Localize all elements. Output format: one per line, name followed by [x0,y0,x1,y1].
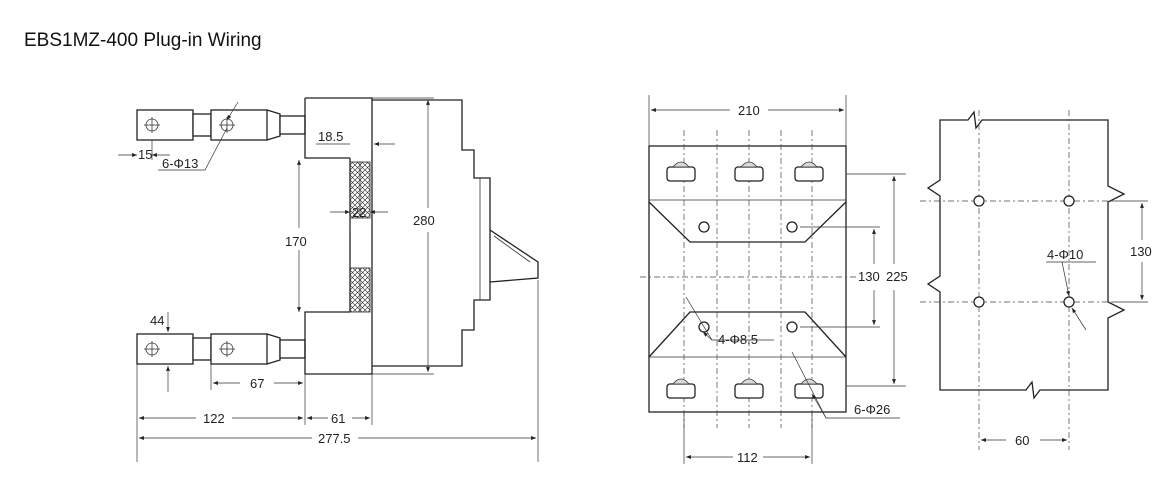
upper-recess [648,201,847,243]
lower-recess [648,311,847,358]
dim-210: 210 [738,103,760,118]
terminal-lug-neck [192,113,212,137]
top-terminal [136,109,306,141]
dim-225: 225 [886,269,908,284]
panel-outline [926,110,1126,400]
dim-122: 122 [203,411,225,426]
dim-18-5: 18.5 [318,129,343,144]
dim-hole-6-phi26: 6-Φ26 [854,402,890,417]
panel-dimensions: 130 4-Φ10 60 [981,200,1152,448]
dim-hole-4-phi10: 4-Φ10 [1047,247,1083,262]
front-view: 210 130 225 4-Φ8.5 6-Φ26 112 [640,95,908,465]
side-view: 15 6-Φ13 18.5 22 170 280 [118,97,539,462]
dim-130-front: 130 [858,269,880,284]
front-dimensions: 210 130 225 4-Φ8.5 6-Φ26 112 [648,95,908,465]
operating-handle [489,229,539,283]
front-outline [648,145,847,413]
dim-280: 280 [413,213,435,228]
dim-60: 60 [1015,433,1029,448]
dim-130-panel: 130 [1130,244,1152,259]
page-title: EBS1MZ-400 Plug-in Wiring [24,30,262,51]
panel-view: 130 4-Φ10 60 [920,110,1152,450]
dim-170: 170 [285,234,307,249]
bottom-terminal [136,333,306,365]
dim-15: 15 [138,147,152,162]
dim-hole-4-phi8-5: 4-Φ8.5 [718,332,758,347]
breaker-body [372,99,491,367]
top-terminals [666,161,824,182]
side-dimensions: 15 6-Φ13 18.5 22 170 280 [118,97,539,462]
base-block [304,97,373,375]
dim-112: 112 [737,450,758,465]
dim-hole-6-phi13: 6-Φ13 [162,156,198,171]
dim-22: 22 [352,205,366,220]
dim-61: 61 [331,411,345,426]
dim-67: 67 [250,376,264,391]
panel-holes [973,195,1075,308]
dim-44: 44 [150,313,164,328]
dim-277-5: 277.5 [318,431,351,446]
